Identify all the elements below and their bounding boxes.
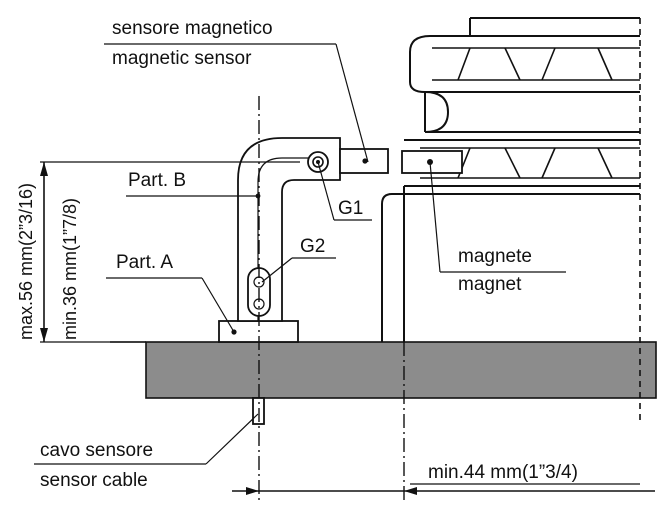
min-height-label: min.36 mm(1”7/8) bbox=[60, 198, 80, 340]
sensor-dot bbox=[362, 158, 368, 164]
height-dimension bbox=[40, 161, 300, 343]
part-b-inner-curve bbox=[257, 157, 322, 321]
distance-dimension bbox=[232, 487, 655, 495]
g2-label: G2 bbox=[300, 236, 325, 257]
sensor-cable-label-en: sensor cable bbox=[40, 470, 148, 491]
sensor-cable-label-it: cavo sensore bbox=[40, 440, 153, 461]
floor-slab bbox=[145, 341, 657, 399]
min-distance-label: min.44 mm(1”3/4) bbox=[428, 462, 578, 483]
magnetic-sensor-label-en: magnetic sensor bbox=[112, 48, 252, 69]
part-b-label: Part. B bbox=[128, 170, 186, 191]
magnet-label-it: magnete bbox=[458, 246, 532, 267]
g1-label: G1 bbox=[338, 198, 363, 219]
gate-structure bbox=[381, 17, 641, 420]
part-a-label: Part. A bbox=[116, 252, 173, 273]
magnet-label-en: magnet bbox=[458, 274, 522, 295]
magnetic-sensor-label-it: sensore magnetico bbox=[112, 18, 273, 39]
max-height-label: max.56 mm(2”3/16) bbox=[16, 183, 36, 340]
